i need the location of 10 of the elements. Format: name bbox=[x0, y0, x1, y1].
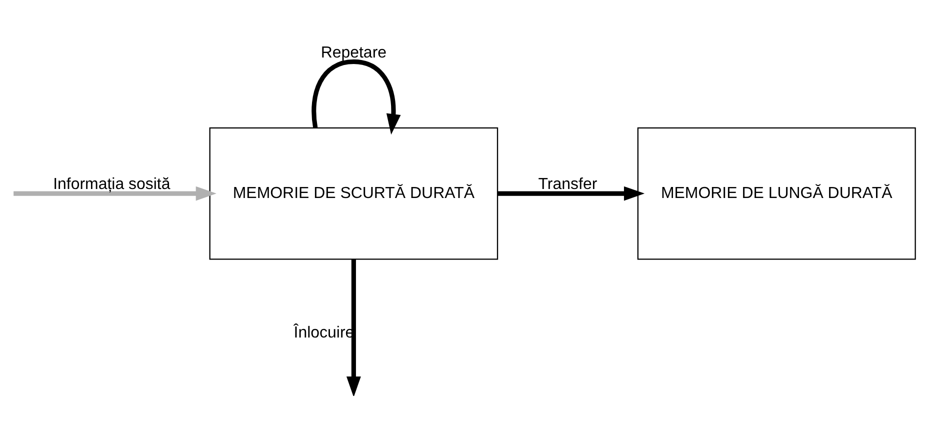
edge-label: Înlocuire bbox=[294, 324, 354, 342]
arrow bbox=[346, 258, 361, 396]
arrow bbox=[312, 58, 401, 134]
edge-label: Repetare bbox=[320, 44, 387, 61]
node-box: MEMORIE DE SCURTĂ DURATĂ bbox=[209, 126, 498, 260]
edge-label: Informația sosită bbox=[53, 176, 170, 193]
arrow bbox=[498, 186, 645, 200]
edge-label: Transfer bbox=[538, 176, 598, 193]
node-box: MEMORIE DE LUNGĂ DURATĂ bbox=[637, 126, 916, 260]
arrow bbox=[14, 186, 216, 200]
